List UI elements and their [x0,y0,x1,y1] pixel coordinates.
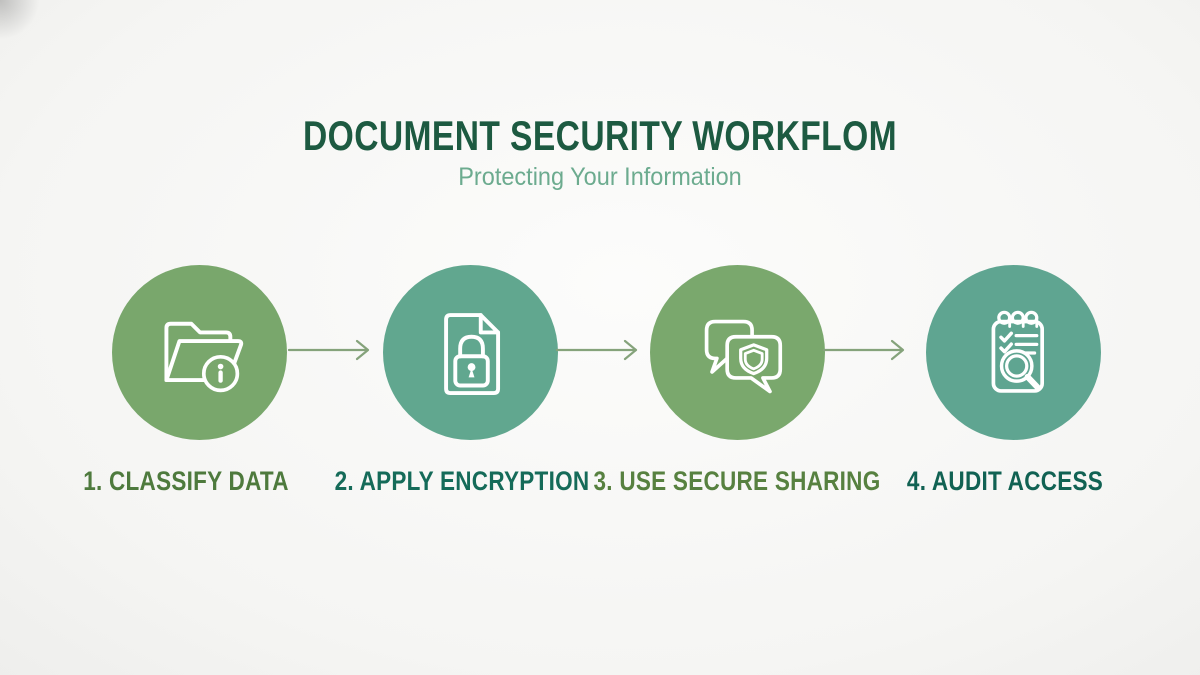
step-circle-secure-sharing [650,265,825,440]
step-circle-apply-encryption [383,265,558,440]
step-circle-audit-access [926,265,1101,440]
page-title: DOCUMENT SECURITY WORKFLOM [302,112,898,159]
page-subtitle: Protecting Your Information [458,163,742,191]
step-label-audit-access: 4. AUDIT ACCESS [906,466,1104,496]
arrow-right-icon [823,339,905,361]
step-label-secure-sharing: 3. USE SECURE SHARING [593,466,881,496]
folder-info-icon [163,321,243,392]
step-circle-classify-data [112,265,287,440]
arrow-right-icon [288,339,370,361]
step-label-apply-encryption: 2. APPLY ENCRYPTION [334,466,590,496]
step-label-classify-data: 1. CLASSIFY DATA [83,466,289,496]
chat-shield-icon [704,319,782,393]
document-lock-icon [443,312,500,395]
notepad-search-icon [991,310,1044,393]
arrow-right-icon [556,339,638,361]
